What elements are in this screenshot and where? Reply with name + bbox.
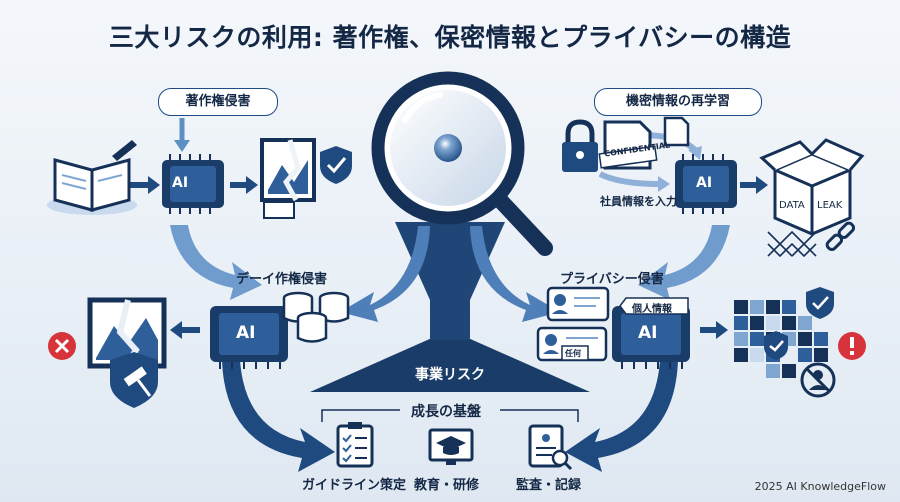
pencil-icon bbox=[112, 140, 137, 161]
no-person-icon bbox=[800, 362, 836, 398]
chip-label-mid-left: AI bbox=[236, 323, 256, 343]
chip-icon-mid-left bbox=[210, 306, 288, 369]
label-copyright: 著作権侵害 bbox=[158, 88, 278, 116]
id-card-icon bbox=[536, 286, 689, 362]
gavel-shield-icon bbox=[110, 352, 158, 408]
checklist-icon bbox=[336, 422, 374, 468]
database-icon bbox=[282, 291, 350, 343]
x-mark-icon bbox=[48, 332, 76, 360]
label-audit: 監査・記録 bbox=[516, 478, 582, 493]
footer-credit: 2025 AI KnowledgeFlow bbox=[754, 480, 886, 493]
label-guideline: ガイドライン策定 bbox=[302, 478, 407, 493]
alert-icon bbox=[838, 332, 866, 360]
chain-fence-icon bbox=[767, 230, 817, 258]
flow-arrows bbox=[130, 118, 768, 472]
label-education: 教育・研修 bbox=[414, 478, 480, 493]
shield-check-icon-right bbox=[764, 287, 834, 360]
page-title: 三大リスクの利用: 著作権、保密情報とプライバシーの構造 bbox=[108, 23, 792, 52]
data-text: DATA bbox=[779, 200, 805, 211]
document-icon bbox=[598, 116, 690, 170]
label-employee-input: 社員情報を入力 bbox=[600, 195, 677, 208]
label-privacy: プライバシー侵害 bbox=[560, 272, 664, 287]
audit-icon bbox=[528, 424, 573, 471]
chip-label-top-left: AI bbox=[172, 175, 189, 191]
graduation-icon bbox=[428, 428, 474, 465]
label-confidential: 機密情報の再学習 bbox=[594, 88, 762, 116]
broken-image-icon bbox=[260, 138, 316, 219]
magnifier-icon bbox=[371, 71, 553, 256]
broken-chain-icon bbox=[825, 221, 856, 252]
chip-label-top-right: AI bbox=[696, 175, 713, 191]
label-business-risk: 事業リスク bbox=[415, 367, 485, 383]
chip-icon-top-left bbox=[162, 154, 224, 214]
label-personal-info: 個人情報 bbox=[632, 304, 672, 315]
shield-check-icon bbox=[320, 146, 352, 184]
label-ninni: 任何 bbox=[565, 349, 581, 358]
leak-text: LEAK bbox=[817, 200, 843, 211]
growth-bracket bbox=[321, 409, 579, 422]
chip-icon-mid-right bbox=[612, 306, 690, 369]
chip-icon-top-right bbox=[675, 154, 737, 214]
padlock-icon bbox=[562, 119, 598, 172]
book-icon bbox=[47, 158, 137, 215]
label-deep-copyright: デーイ作権侵害 bbox=[236, 272, 328, 287]
box-icon bbox=[759, 138, 865, 236]
chip-label-mid-right: AI bbox=[638, 323, 658, 343]
label-growth: 成長の基盤 bbox=[411, 404, 481, 420]
